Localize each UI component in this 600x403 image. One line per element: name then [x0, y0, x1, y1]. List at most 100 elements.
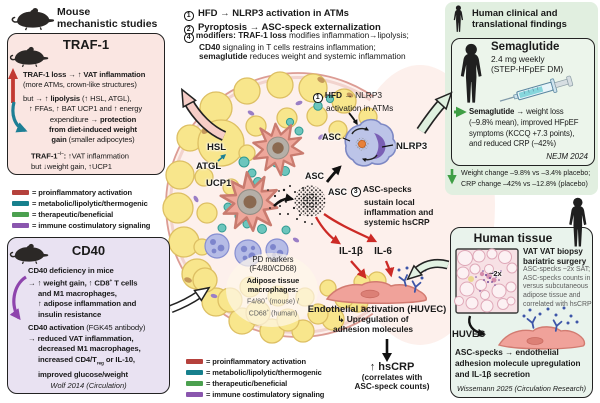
semaglutide-trial: (STEP-HFpEF DM): [491, 64, 564, 74]
cd40-line: CD40 activation (FGK45 antibody): [28, 323, 146, 333]
atm-line4: CD68+ (human): [248, 307, 298, 318]
cd40-title: CD40: [71, 243, 106, 258]
clinical-header-line1: Human clinical and: [472, 7, 558, 18]
pd-line1: PD markers: [252, 255, 294, 264]
il1b-label: IL-1β: [339, 246, 363, 257]
pd-line2: (F4/80/CD68): [249, 264, 297, 274]
result-line: (–9.8% mean), improved HFpEF: [469, 117, 579, 127]
legend-item: = proinflammatory activation: [186, 356, 324, 367]
magnification-label: ~2x: [489, 269, 502, 278]
biopsy-gray: ASC-specks ~2x SAT;: [523, 266, 591, 274]
legend-swatch-red: [12, 190, 29, 195]
cd40-line: ↑ adipose inflammation and: [38, 299, 137, 309]
cd40-text: CD40 deficiency in mice → ↑ weight gain,…: [28, 266, 166, 380]
cd40-line: increased CD4/Treg or IL-10,: [38, 354, 135, 367]
biopsy-bold2: bariatric surgery: [523, 256, 587, 266]
nlrp3-label: NLRP3: [396, 141, 428, 152]
traf1-line: (more ATMs, crown-like structures): [23, 80, 137, 90]
cd40-line: improved glucose/weight: [38, 369, 128, 379]
legend-item: = metabolic/lipolytic/thermogenic: [186, 367, 324, 378]
biopsy-bold1: VAT VAT biopsy: [523, 247, 583, 256]
traf1-line: ↑ FFAs, ↑ BAT UCP1 and ↑ energy: [29, 104, 143, 114]
biopsy-gray: adipose tissue and: [523, 291, 581, 299]
cd40-reference: Wolf 2014 (Circulation): [50, 381, 127, 390]
biopsy-gray: correlated with hsCRP: [523, 300, 592, 308]
clinical-header: Human clinical and translational finding…: [472, 7, 567, 29]
step3-line: sustain local: [364, 196, 415, 207]
traf1-line: but ↓weight gain, ↑UCP1: [31, 161, 112, 171]
atm-line3: F4/80+ (mouse) /: [247, 295, 299, 305]
cd40-line: decreased M1 macrophages,: [38, 344, 141, 354]
step3-line: systemic hsCRP: [364, 216, 430, 227]
legend-swatch-green: [186, 381, 203, 386]
cd40-line: → ↑ weight gain, ↑ CD8+ T cells: [28, 278, 138, 288]
traf1-line: but → ↑ lipolysis (↑ HSL, ATGL),: [23, 93, 132, 103]
hscrp-line1: ↑ hsCRP: [369, 361, 415, 373]
legend-label: = therapeutic/beneficial: [32, 210, 114, 219]
placebo-comparison: Weight change –9.8% vs –3.4% placebo; CR…: [461, 168, 598, 189]
result-line: symptoms (KCCQ +7.3 points),: [469, 128, 575, 138]
mouse-header-line1: Mouse: [57, 6, 91, 18]
key-point-1-text: HFD → NLRP3 activation in ATMs: [197, 8, 349, 19]
hscrp-line3: ASC-speck counts): [354, 382, 430, 392]
traf1-line: expenditure → protection: [49, 114, 137, 124]
huvec-label: HUVEC: [452, 329, 486, 340]
step1-line1: HFD → NLRP3: [324, 90, 383, 100]
upregulation-label: ↳ Upregulation of adhesion molecules: [317, 314, 429, 334]
conclusion-line: ASC-specks → endothelial: [455, 348, 559, 357]
legend-swatch-purple: [186, 392, 203, 397]
key-point-4-line1: modifiers: TRAF-1 loss modifies inflamma…: [195, 30, 409, 40]
legend-item: = immune costimulatory signaling: [12, 220, 150, 231]
endothelial-activation-label: Endothelial activation (HUVEC): [307, 303, 447, 314]
upreg-line1: ↳ Upregulation of: [337, 314, 409, 324]
il6-label: IL-6: [374, 246, 392, 257]
semaglutide-result: Semaglutide → weight loss (–9.8% mean), …: [469, 107, 593, 150]
key-point-4: 4 modifiers: TRAF-1 loss modifies inflam…: [184, 30, 409, 62]
key-point-2: 2 Pyroptosis → ASC-speck externalization: [184, 17, 409, 35]
cd40-line: and M1 macrophages,: [38, 288, 117, 298]
traf1-text: TRAF-1 loss → ↑ VAT inflammation (more A…: [23, 70, 163, 172]
pd-markers-label: PD markers (F4/80/CD68): [237, 255, 309, 274]
legend-swatch-green: [12, 212, 29, 217]
cd40-line: insulin resistance: [38, 309, 102, 319]
key-point-4-line3: semaglutide reduces weight and systemic …: [199, 51, 406, 62]
conclusion-line: adhesion molecule upregulation: [455, 358, 581, 368]
atm-label: Adipose tissue macrophages: F4/80+ (mous…: [234, 276, 312, 319]
legend-swatch-teal: [186, 370, 203, 375]
cd40-line: CD40 deficiency in mice: [28, 266, 114, 275]
biopsy-gray: versus subcutaneous: [523, 283, 589, 291]
legend-swatch-red: [186, 359, 203, 364]
upreg-line2: adhesion molecules: [332, 324, 414, 334]
hscrp-label: ↑ hsCRP (correlates with ASC-speck count…: [342, 361, 442, 392]
legend-label: = immune costimulatory signaling: [206, 390, 325, 399]
result-line: and reduced CRP (–42%): [469, 139, 556, 149]
legend-item: = metabolic/lipolytic/thermogenic: [12, 198, 150, 209]
legend-label: = immune costimulatory signaling: [32, 221, 151, 230]
legend-item: = therapeutic/beneficial: [186, 378, 324, 389]
legend-item: = proinflammatory activation: [12, 187, 150, 198]
asc-label-1: ASC: [305, 171, 325, 181]
legend-label: = proinflammatory activation: [32, 188, 132, 197]
wissemann-reference: Wissemann 2025 (Circulation Research): [457, 384, 586, 393]
semaglutide-dose: 2.4 mg weekly: [491, 54, 545, 64]
key-points: 1 HFD → NLRP3 activation in ATMs 2 Pyrop…: [184, 3, 409, 62]
traf1-line: TRAF-1 loss → ↑ VAT inflammation: [23, 70, 146, 79]
legend-item: = therapeutic/beneficial: [12, 209, 150, 220]
result-line: Semaglutide → weight loss: [469, 107, 564, 116]
crp-change-line: CRP change –42% vs –12.8% (placebo): [461, 179, 588, 188]
step1-label: 1 HFD → NLRP3 activation in ATMs: [313, 90, 393, 113]
num-circle-step3: 3: [351, 187, 361, 197]
asc-label-3: ASC: [322, 132, 342, 142]
hsl-label: HSL: [207, 142, 226, 153]
legend-label: = metabolic/lipolytic/thermogenic: [32, 199, 148, 208]
step1-line2: activation in ATMs: [326, 102, 394, 113]
num-circle-4: 4: [184, 33, 194, 43]
cd40-panel: [7, 237, 170, 394]
key-point-2-text: Pyroptosis → ASC-speck externalization: [197, 22, 381, 33]
mouse-header-line2: mechanistic studies: [57, 17, 158, 30]
traf1-title: TRAF-1: [62, 37, 110, 52]
ucp1-label: UCP1: [206, 178, 232, 189]
step3-title: ASC-specks: [362, 184, 412, 194]
hsl-atgl-arrow: [217, 154, 227, 162]
